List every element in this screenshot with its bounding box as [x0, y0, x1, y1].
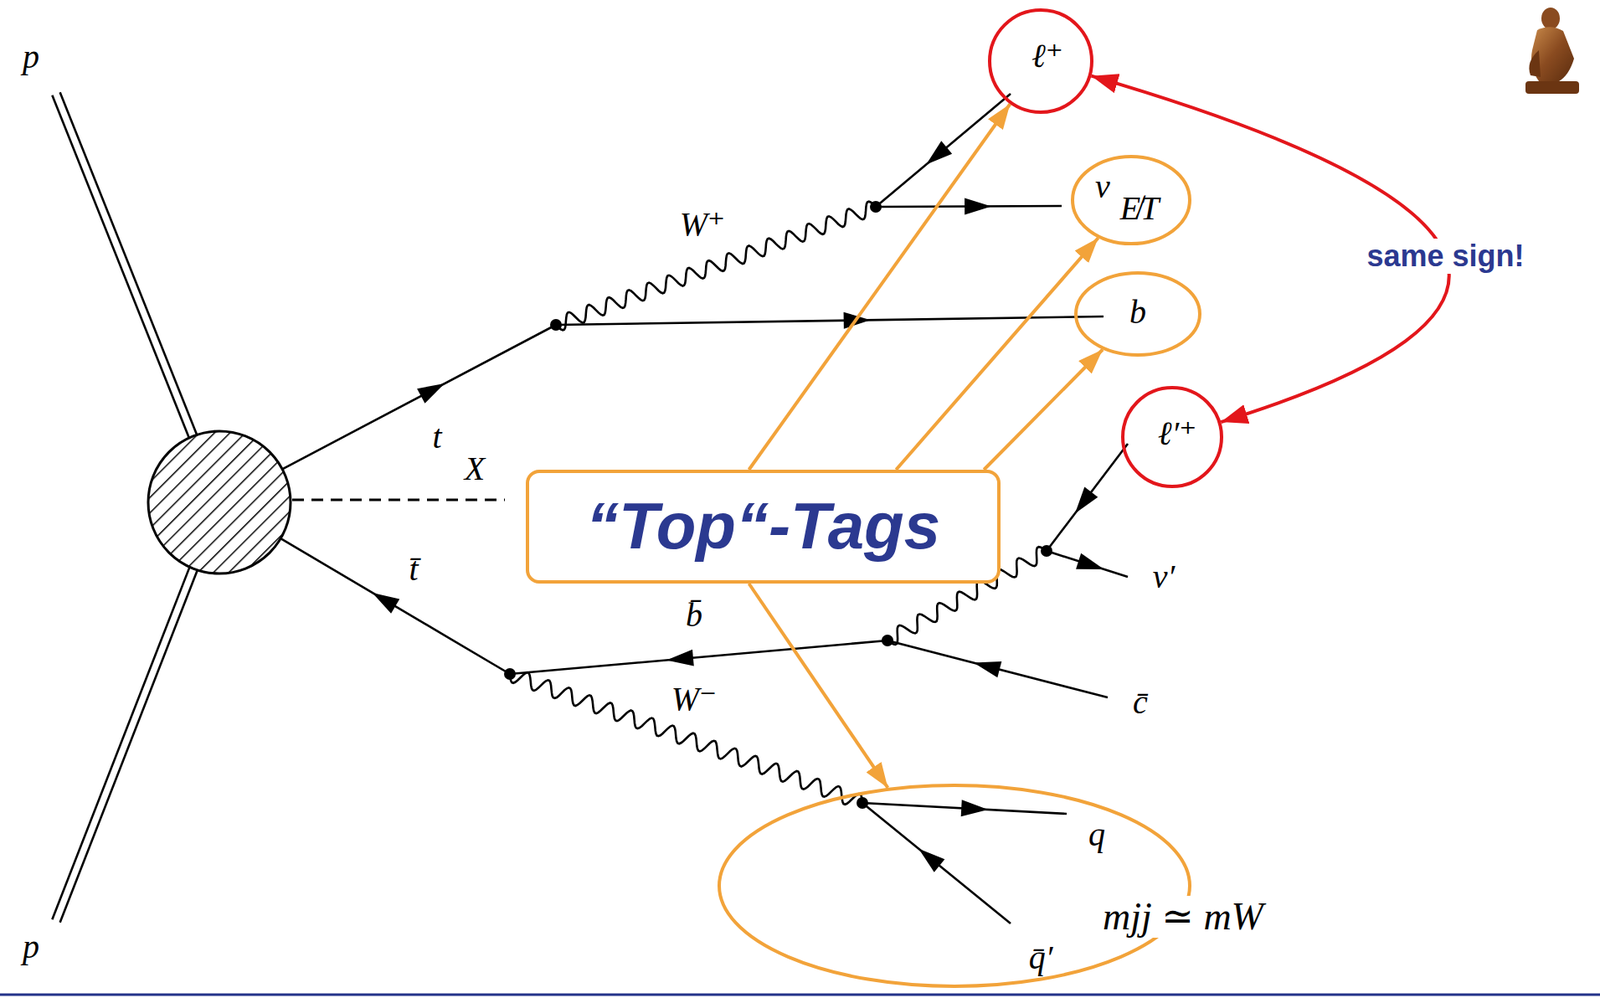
node-text: “Top“-Tags	[586, 488, 941, 565]
vertex-dots	[504, 200, 1053, 809]
outline	[717, 783, 1192, 988]
particle-label: p	[22, 928, 40, 966]
connector-arrow	[748, 583, 888, 788]
vertex-dot	[550, 318, 562, 331]
outline-ellipse	[1075, 272, 1200, 355]
fermion-arrow	[961, 799, 988, 817]
fermion-arrow	[926, 140, 952, 165]
w-boson-line	[509, 672, 863, 805]
fermion-line	[862, 802, 1011, 924]
footer-rule	[0, 993, 1600, 997]
particle-label: t̄	[408, 550, 418, 588]
particle-lines	[51, 92, 1128, 924]
dijet-ellipse: qq̄′mjj ≃ mW	[717, 783, 1192, 988]
node-text: ν	[1095, 168, 1111, 206]
particle-label: t	[432, 418, 442, 456]
fermion-line	[1046, 443, 1128, 551]
fermion-arrow	[973, 661, 1002, 678]
node-text: b	[1129, 293, 1147, 331]
edge-label: same sign!	[1361, 238, 1529, 273]
proton-line	[51, 566, 190, 920]
connector-arrow	[748, 103, 1010, 470]
particle-label: W⁻	[671, 680, 717, 718]
vertex-dot	[869, 200, 882, 213]
fermion-arrow	[1075, 553, 1105, 570]
blob-ground	[148, 431, 291, 574]
fermion-arrow	[416, 383, 445, 404]
outline-ellipse	[1122, 387, 1222, 487]
fermion-arrow	[666, 649, 695, 667]
interaction-blob	[148, 431, 291, 574]
node-text: E̸T	[1120, 190, 1160, 227]
proton-line	[60, 570, 198, 923]
fermion-arrow	[964, 198, 992, 216]
particle-label: X	[464, 450, 485, 488]
particle-label: p	[22, 38, 40, 76]
connector-arrow	[983, 349, 1103, 470]
fermion-line	[282, 324, 556, 469]
connector-arrow	[895, 237, 1098, 470]
neutrino-ellipse: νE̸T	[1070, 154, 1192, 246]
statue-base	[1525, 81, 1580, 94]
vertex-dot	[1040, 545, 1053, 557]
fermion-line	[1046, 550, 1128, 577]
node-text: ℓ′⁺	[1157, 415, 1198, 453]
lepton-circle: ℓ⁺	[987, 8, 1094, 114]
top-tags-box: “Top“-Tags	[525, 469, 1001, 584]
particle-label: b̄	[685, 596, 703, 634]
node-text: q̄′	[1028, 939, 1054, 977]
fermion-line	[509, 640, 888, 674]
fermion-arrow	[372, 592, 401, 614]
fermion-line	[280, 538, 510, 674]
particle-label: c̄	[1132, 684, 1148, 721]
outline-ellipse	[1072, 156, 1190, 244]
proton-line	[51, 95, 189, 438]
outline-ellipse	[719, 785, 1190, 987]
statue-icon	[1525, 7, 1580, 94]
vertex-dot	[856, 797, 869, 809]
vertex-dot	[881, 634, 894, 647]
particle-label: ν′	[1152, 558, 1176, 596]
fermion-line	[875, 93, 1011, 207]
proton-line	[60, 92, 197, 435]
fermion-line	[887, 640, 1108, 698]
fermion-arrow	[918, 848, 945, 873]
outline-ellipse	[989, 10, 1092, 113]
fermion-arrow	[1075, 487, 1098, 515]
node-text: ℓ⁺	[1031, 37, 1064, 75]
hatched-blob	[148, 431, 291, 574]
dashed-x-line	[292, 499, 505, 502]
statue-arm	[1528, 50, 1541, 78]
node-text: mjj ≃ mW	[1099, 895, 1267, 939]
particle-label: W⁺	[679, 205, 726, 243]
lepton-circle: ℓ′⁺	[1121, 385, 1224, 489]
w-boson-line	[555, 201, 876, 331]
node-text: q	[1088, 816, 1106, 854]
vertex-dot	[504, 668, 516, 680]
b-jet-ellipse: b	[1074, 271, 1202, 357]
statue-head	[1541, 7, 1560, 30]
